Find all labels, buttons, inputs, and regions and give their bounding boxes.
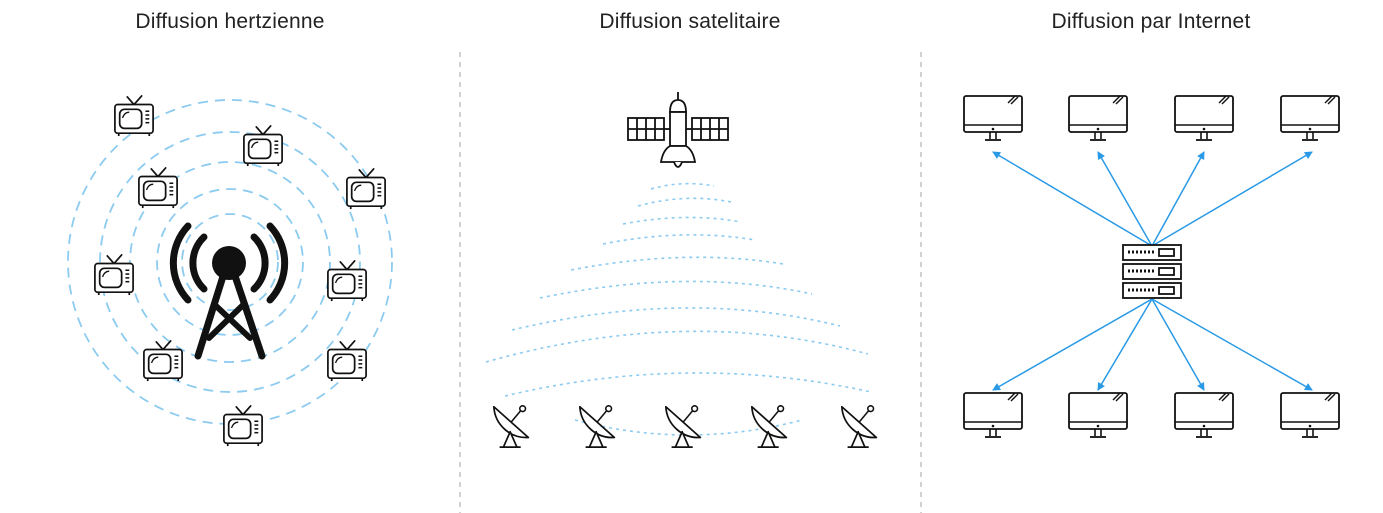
- server-rack-icon: [1122, 244, 1182, 299]
- panel-title-hertzian: Diffusion hertzienne: [135, 10, 325, 33]
- tv-icon: [138, 167, 178, 209]
- satellite-dish-icon: [840, 404, 878, 448]
- signal-arc: [570, 256, 784, 271]
- signal-arc: [539, 280, 813, 299]
- monitor-icon: [1174, 392, 1234, 438]
- tv-icon: [243, 125, 283, 167]
- internet-panel: [963, 95, 1340, 438]
- monitor-icon: [1280, 392, 1340, 438]
- signal-arc: [650, 182, 715, 190]
- arrow-to-monitor: [1151, 298, 1313, 391]
- tv-icon: [223, 405, 263, 447]
- satellite-dish-icon: [492, 404, 530, 448]
- tv-icon: [327, 340, 367, 382]
- signal-arc: [602, 234, 756, 245]
- monitor-icon: [1174, 95, 1234, 141]
- satellite-icon: [627, 92, 729, 168]
- hertzian-panel: [67, 95, 393, 447]
- signal-arc: [622, 216, 742, 225]
- satellite-dish-icon: [664, 404, 702, 448]
- radio-tower-icon: [169, 222, 289, 360]
- arrow-to-monitor: [1097, 298, 1153, 391]
- monitor-icon: [1068, 95, 1128, 141]
- wave-ring: [181, 213, 279, 311]
- signal-arc: [511, 307, 841, 331]
- satellite-signal-waves: [485, 182, 872, 436]
- monitor-icon: [1068, 392, 1128, 438]
- arrow-to-monitor: [1151, 151, 1205, 247]
- arrow-to-monitor: [1097, 151, 1153, 247]
- network-arrows: [992, 151, 1313, 391]
- wave-ring: [99, 131, 361, 393]
- arrow-to-monitor: [1151, 298, 1205, 391]
- arrow-to-monitor: [1151, 151, 1313, 247]
- arrow-to-monitor: [992, 298, 1153, 391]
- arrow-to-monitor: [992, 151, 1153, 247]
- radio-waves: [67, 99, 393, 425]
- panel-title-satellite: Diffusion satelitaire: [599, 10, 781, 33]
- wave-ring: [67, 99, 393, 425]
- satellite-dish-icon: [750, 404, 788, 448]
- tv-icon: [114, 95, 154, 137]
- wave-ring: [156, 188, 304, 336]
- panel-title-internet: Diffusion par Internet: [1051, 10, 1251, 33]
- wave-ring: [129, 161, 331, 363]
- signal-arc: [504, 372, 872, 397]
- monitor-icon: [963, 95, 1023, 141]
- signal-arc: [637, 197, 732, 207]
- monitor-icon: [963, 392, 1023, 438]
- monitor-icon: [1280, 95, 1340, 141]
- signal-arc: [485, 330, 869, 363]
- satellite-panel: [485, 92, 878, 448]
- satellite-dish-icon: [578, 404, 616, 448]
